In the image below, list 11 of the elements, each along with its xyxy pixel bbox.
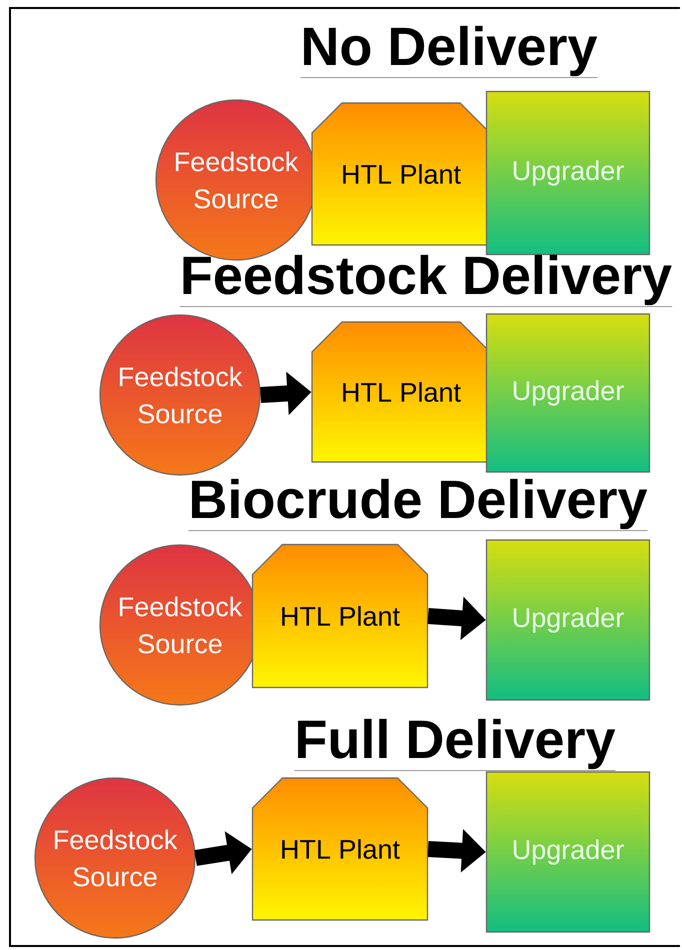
upgrader-box: Upgrader — [486, 313, 650, 473]
upgrader-box: Upgrader — [486, 539, 650, 701]
scenario-heading: Full Delivery — [294, 718, 616, 771]
upgrader-box: Upgrader — [486, 771, 650, 933]
upgrader-box: Upgrader — [486, 90, 650, 256]
plant-box: HTL Plant — [252, 544, 428, 688]
scenario-heading: Biocrude Delivery — [188, 478, 648, 531]
plant-box: HTL Plant — [252, 777, 428, 921]
plant-box: HTL Plant — [311, 321, 491, 463]
scenario-heading: No Delivery — [300, 26, 598, 78]
plant-box: HTL Plant — [311, 102, 491, 246]
